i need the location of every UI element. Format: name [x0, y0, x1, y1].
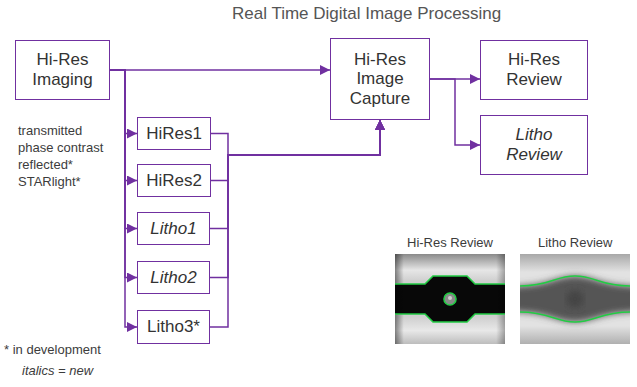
note-label: * in development [4, 343, 101, 358]
image-ground [395, 254, 505, 344]
contour-line [520, 312, 630, 322]
process-box: Hi-Res Review [480, 40, 588, 100]
box-text: Litho1 [150, 219, 196, 239]
process-box: Hi-Res Image Capture [330, 38, 430, 120]
connector-arrow [110, 70, 137, 278]
note-label: Litho Review [538, 236, 612, 251]
feature-band [520, 276, 630, 322]
hires-review-image [395, 254, 505, 344]
defect-contour [444, 293, 456, 305]
connector-arrow [110, 70, 137, 181]
box-text: Litho Review [488, 125, 580, 164]
litho-review-image [520, 254, 630, 344]
process-box: Litho1 [137, 212, 210, 245]
box-text: Litho3* [147, 317, 200, 337]
connector-arrow [211, 120, 380, 155]
connector-arrow [210, 120, 380, 327]
note-label: reflected* [18, 158, 73, 173]
note-label: STARlight* [18, 175, 81, 190]
note-label: Hi-Res Review [407, 236, 493, 251]
box-text: Litho2 [150, 268, 196, 288]
connector-arrow [210, 120, 380, 229]
defect-blur [566, 290, 584, 308]
connector-arrow [110, 69, 330, 71]
contour-line [520, 276, 630, 286]
note-label: transmitted [18, 124, 82, 139]
connector-arrow [430, 79, 480, 145]
process-box: HiRes2 [137, 164, 211, 197]
process-box: Litho Review [480, 115, 588, 175]
edge-shade [395, 254, 505, 344]
connector-arrow [110, 70, 137, 229]
process-box: Litho2 [137, 261, 210, 294]
connector-arrow [110, 70, 137, 327]
note-label: italics = new [22, 364, 93, 379]
process-box: Litho3* [137, 310, 210, 344]
contour-line [395, 314, 505, 322]
box-text: HiRes2 [146, 171, 202, 191]
defect-core [448, 296, 452, 300]
connector-arrow [110, 70, 137, 134]
connector-arrow [211, 120, 380, 181]
note-label: phase contrast [18, 141, 103, 156]
box-text: Hi-Res Imaging [23, 50, 102, 89]
process-box: Hi-Res Imaging [15, 40, 110, 100]
box-text: HiRes1 [146, 124, 202, 144]
box-text: Hi-Res Review [488, 50, 580, 89]
contour-line [395, 276, 505, 284]
process-box: HiRes1 [137, 117, 211, 150]
box-text: Hi-Res Image Capture [338, 50, 422, 109]
connector-arrow [210, 120, 380, 278]
diagram-title: Real Time Digital Image Processing [232, 4, 501, 24]
